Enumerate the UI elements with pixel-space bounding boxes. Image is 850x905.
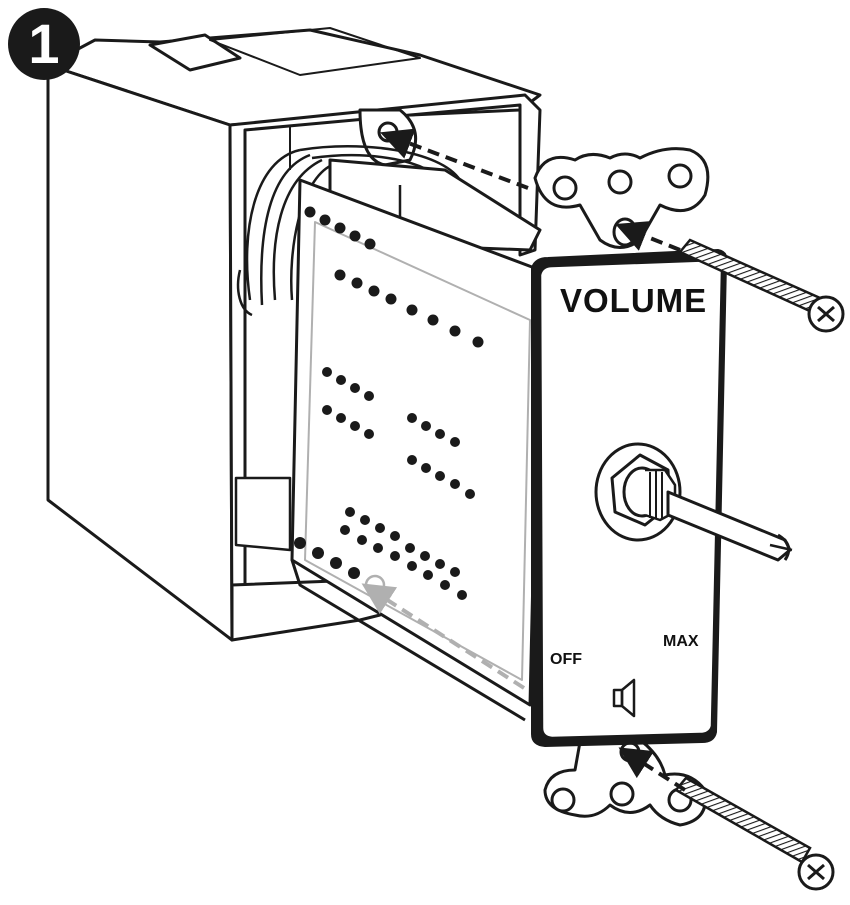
upper-screw: [677, 238, 845, 333]
step-number-badge: 1: [8, 8, 80, 80]
plate-title: VOLUME: [560, 282, 708, 319]
speaker-icon: [612, 678, 636, 718]
label-off: OFF: [550, 651, 582, 668]
label-max: MAX: [663, 633, 699, 650]
board-dots: [294, 206, 484, 600]
control-module: [290, 158, 542, 722]
arrows: [361, 128, 687, 792]
volume-knob: [594, 442, 793, 562]
lower-screw: [674, 776, 835, 891]
